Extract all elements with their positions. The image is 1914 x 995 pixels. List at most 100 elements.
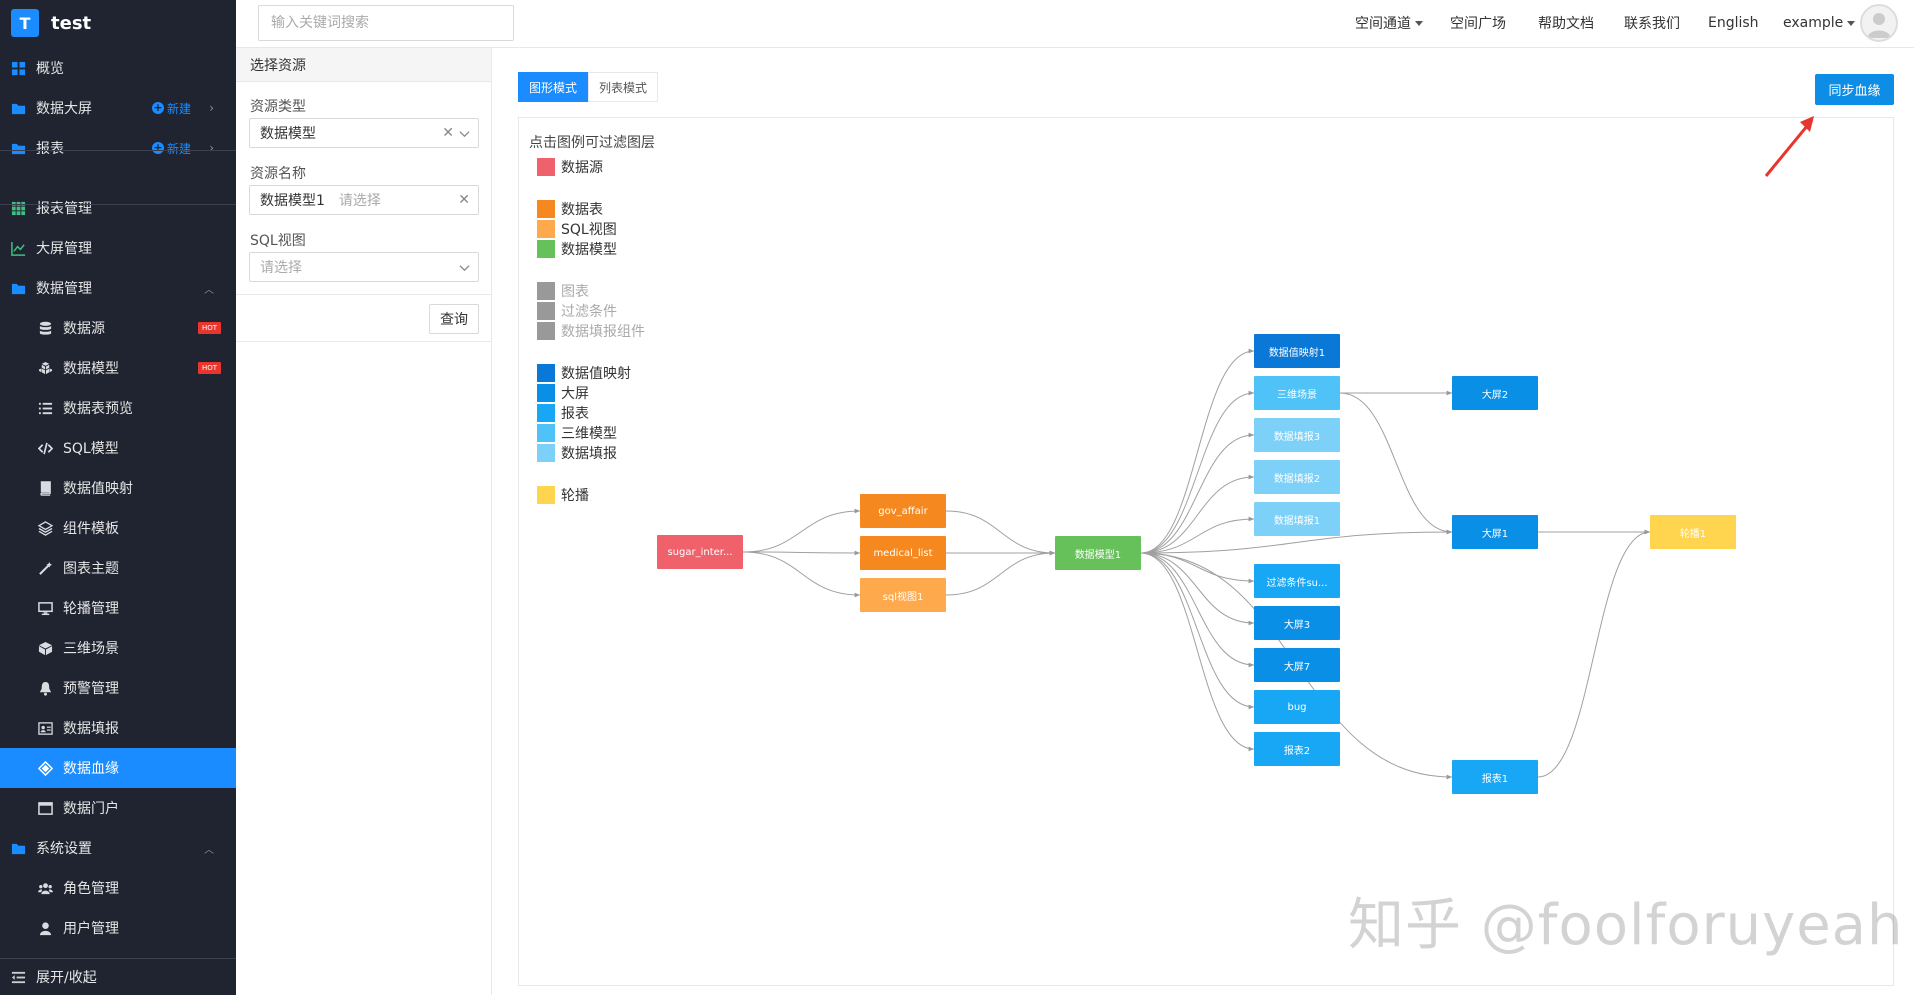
legend-item[interactable]: 大屏: [537, 384, 589, 402]
resource-type-label: 资源类型: [250, 99, 306, 115]
nav-space-plaza[interactable]: 空间广场: [1450, 0, 1506, 46]
clear-icon[interactable]: ✕: [442, 125, 454, 141]
lineage-node-map1[interactable]: 数据值映射1: [1254, 334, 1340, 368]
query-button[interactable]: 查询: [429, 304, 479, 334]
lineage-edge: [742, 508, 861, 553]
lineage-node-s7[interactable]: 大屏7: [1254, 648, 1340, 682]
legend-item[interactable]: 数据模型: [537, 240, 617, 258]
new-link[interactable]: +新建: [151, 140, 191, 157]
sidebar-item-19[interactable]: 系统设置︿: [0, 828, 236, 868]
legend-item[interactable]: 数据值映射: [537, 364, 631, 382]
sidebar-item-20[interactable]: 角色管理: [0, 868, 236, 908]
sidebar-item-3[interactable]: 报表管理: [0, 188, 236, 228]
new-link-label: 新建: [166, 101, 191, 116]
brand[interactable]: T test: [0, 0, 236, 46]
clear-icon[interactable]: ✕: [458, 192, 470, 208]
sidebar-item-0[interactable]: 概览: [0, 48, 236, 88]
lineage-node-scene[interactable]: 三维场景: [1254, 376, 1340, 410]
lineage-node-med[interactable]: medical_list: [860, 536, 946, 570]
lineage-node-gov[interactable]: gov_affair: [860, 494, 946, 528]
lineage-node-s3[interactable]: 大屏3: [1254, 606, 1340, 640]
sidebar-item-21[interactable]: 用户管理: [0, 908, 236, 948]
caret-down-icon: [1415, 20, 1423, 26]
sidebar-item-15[interactable]: 预警管理: [0, 668, 236, 708]
grid-icon: [11, 61, 26, 76]
sidebar-item-13[interactable]: 轮播管理: [0, 588, 236, 628]
tab-list-mode[interactable]: 列表模式: [588, 72, 659, 102]
sidebar-item-17[interactable]: 数据血缘: [0, 748, 236, 788]
lineage-node-cond[interactable]: 过滤条件su...: [1254, 564, 1340, 598]
sidebar-item-11[interactable]: 组件模板: [0, 508, 236, 548]
lineage-node-s2[interactable]: 大屏2: [1452, 376, 1538, 410]
legend-item[interactable]: 数据表: [537, 200, 603, 218]
lineage-node-src[interactable]: sugar_inter...: [657, 535, 743, 569]
sidebar-item-4[interactable]: 大屏管理: [0, 228, 236, 268]
lineage-node-sqlv[interactable]: sql视图1: [860, 578, 946, 612]
resource-name-select[interactable]: 数据模型1 请选择 ✕: [249, 185, 479, 215]
new-link[interactable]: +新建: [151, 100, 191, 117]
sidebar-item-12[interactable]: 图表主题: [0, 548, 236, 588]
nav-space-plaza-label: 空间广场: [1450, 16, 1506, 32]
lineage-edge: [945, 550, 1056, 596]
sidebar-item-label: 报表管理: [36, 201, 92, 217]
sidebar-item-10[interactable]: 数据值映射: [0, 468, 236, 508]
sidebar-collapse-label: 展开/收起: [36, 970, 97, 986]
legend-item[interactable]: 数据填报组件: [537, 322, 645, 340]
lineage-node-model[interactable]: 数据模型1: [1055, 536, 1141, 570]
legend-swatch: [537, 486, 555, 504]
legend-label: 报表: [561, 406, 589, 422]
nav-contact-us[interactable]: 联系我们: [1624, 0, 1680, 46]
sidebar-item-1[interactable]: 数据大屏+新建›: [0, 88, 236, 128]
legend-item[interactable]: 图表: [537, 282, 589, 300]
annotation-arrow-icon: [1764, 116, 1814, 177]
sidebar-item-14[interactable]: 三维场景: [0, 628, 236, 668]
sidebar-item-18[interactable]: 数据门户: [0, 788, 236, 828]
sidebar-collapse-toggle[interactable]: 展开/收起: [0, 958, 236, 995]
bell-icon: [38, 681, 53, 696]
resource-name-label: 资源名称: [250, 166, 306, 182]
legend-item[interactable]: 过滤条件: [537, 302, 617, 320]
legend-swatch: [537, 364, 555, 382]
lineage-node-fill1[interactable]: 数据填报1: [1254, 502, 1340, 536]
legend-item[interactable]: SQL视图: [537, 220, 617, 238]
sidebar-item-9[interactable]: SQL模型: [0, 428, 236, 468]
legend-item[interactable]: 数据源: [537, 158, 603, 176]
lineage-node-r2[interactable]: 报表2: [1254, 732, 1340, 766]
sql-view-label: SQL视图: [250, 233, 306, 249]
nav-space-channel[interactable]: 空间通道: [1355, 0, 1423, 46]
user-menu[interactable]: example: [1783, 0, 1856, 46]
lineage-node-bug[interactable]: bug: [1254, 690, 1340, 724]
lineage-node-fill2[interactable]: 数据填报2: [1254, 460, 1340, 494]
sidebar-item-label: 大屏管理: [36, 241, 92, 257]
lineage-node-s1[interactable]: 大屏1: [1452, 515, 1538, 549]
resource-type-select[interactable]: 数据模型 ✕: [249, 118, 479, 148]
brand-logo: T: [11, 9, 39, 37]
legend-item[interactable]: 三维模型: [537, 424, 617, 442]
legend-item[interactable]: 数据填报: [537, 444, 617, 462]
sidebar-item-label: 数据大屏: [36, 101, 92, 117]
sql-view-select[interactable]: 请选择: [249, 252, 479, 282]
sidebar-item-16[interactable]: 数据填报: [0, 708, 236, 748]
lineage-node-r1[interactable]: 报表1: [1452, 760, 1538, 794]
lineage-edge: [1140, 552, 1255, 626]
tab-graph-mode[interactable]: 图形模式: [518, 72, 589, 102]
sync-lineage-button[interactable]: 同步血缘: [1815, 74, 1894, 105]
legend-swatch: [537, 444, 555, 462]
nav-help-docs[interactable]: 帮助文档: [1538, 0, 1594, 46]
lineage-node-fill3[interactable]: 数据填报3: [1254, 418, 1340, 452]
nav-language[interactable]: English: [1708, 0, 1759, 46]
legend-label: 大屏: [561, 386, 589, 402]
sidebar-item-label: 数据值映射: [63, 481, 133, 497]
sidebar-item-2[interactable]: 报表+新建›: [0, 128, 236, 168]
legend-item[interactable]: 轮播: [537, 486, 589, 504]
search-input[interactable]: [258, 5, 514, 41]
sidebar-item-5[interactable]: 数据管理︿: [0, 268, 236, 308]
sidebar-item-8[interactable]: 数据表预览: [0, 388, 236, 428]
avatar[interactable]: [1860, 4, 1898, 42]
book-icon: [38, 480, 53, 496]
collapse-icon: [11, 970, 26, 985]
legend-item[interactable]: 报表: [537, 404, 589, 422]
lineage-node-carousel[interactable]: 轮播1: [1650, 515, 1736, 549]
